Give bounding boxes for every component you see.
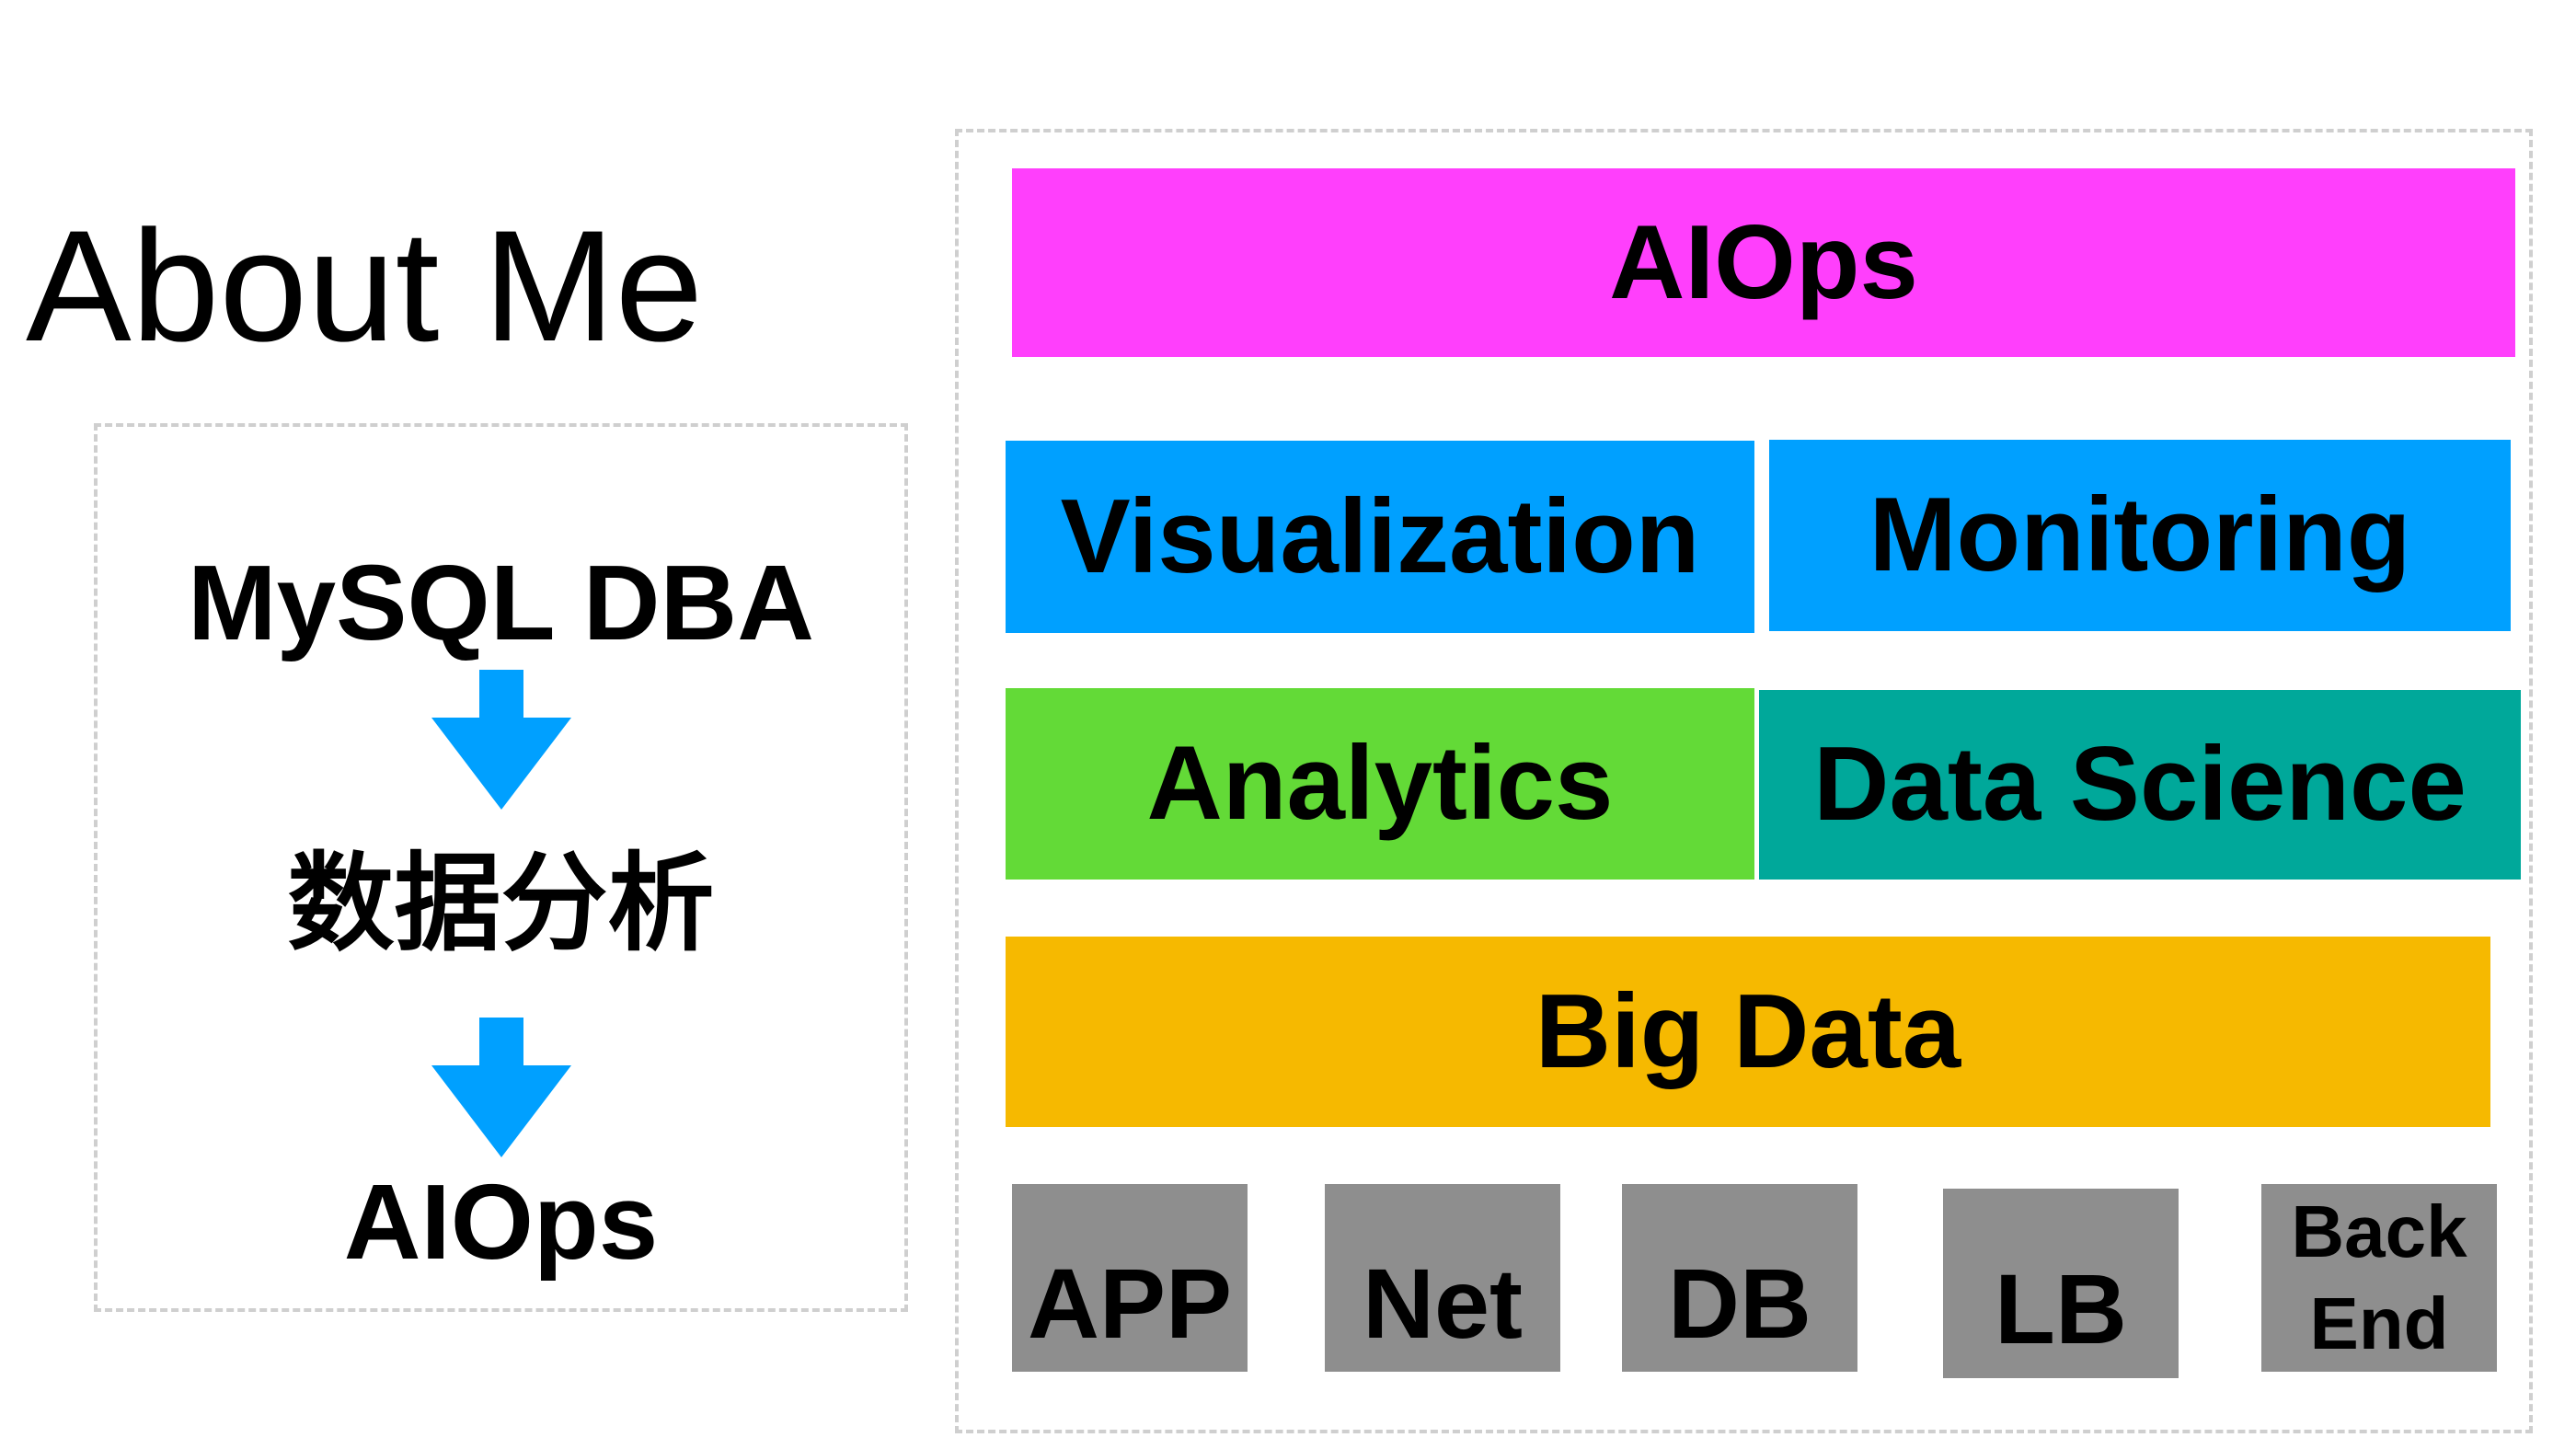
stack-data-science: Data Science bbox=[1759, 690, 2521, 880]
stack-visualization-label: Visualization bbox=[1060, 477, 1700, 595]
career-path-panel bbox=[94, 423, 908, 1312]
stack-analytics-label: Analytics bbox=[1146, 725, 1614, 842]
stack-monitoring-label: Monitoring bbox=[1869, 477, 2411, 593]
stack-big-data-label: Big Data bbox=[1535, 972, 1961, 1090]
stack-big-data: Big Data bbox=[1006, 937, 2490, 1127]
infra-app: APP bbox=[1012, 1184, 1248, 1372]
stack-aiops: AIOps bbox=[1012, 168, 2515, 357]
stack-data-science-label: Data Science bbox=[1813, 726, 2467, 843]
down-arrow-icon bbox=[431, 1018, 571, 1157]
stack-visualization: Visualization bbox=[1006, 441, 1754, 633]
stack-monitoring: Monitoring bbox=[1769, 440, 2511, 631]
career-step-mysql-dba: MySQL DBA bbox=[187, 543, 815, 662]
skill-stack-panel bbox=[955, 129, 2533, 1433]
stack-analytics: Analytics bbox=[1006, 688, 1754, 880]
infra-lb-label: LB bbox=[1995, 1253, 2127, 1364]
infra-net-label: Net bbox=[1362, 1248, 1524, 1359]
career-step-aiops: AIOps bbox=[343, 1162, 659, 1282]
infra-net: Net bbox=[1325, 1184, 1560, 1372]
page-title: About Me bbox=[26, 198, 704, 374]
infra-db: DB bbox=[1622, 1184, 1857, 1372]
infra-lb: LB bbox=[1943, 1189, 2179, 1378]
infra-db-label: DB bbox=[1668, 1248, 1811, 1359]
stack-aiops-label: AIOps bbox=[1609, 203, 1918, 321]
down-arrow-icon bbox=[431, 670, 571, 810]
career-step-data-analysis: 数据分析 bbox=[287, 842, 715, 966]
infra-app-label: APP bbox=[1027, 1248, 1233, 1359]
